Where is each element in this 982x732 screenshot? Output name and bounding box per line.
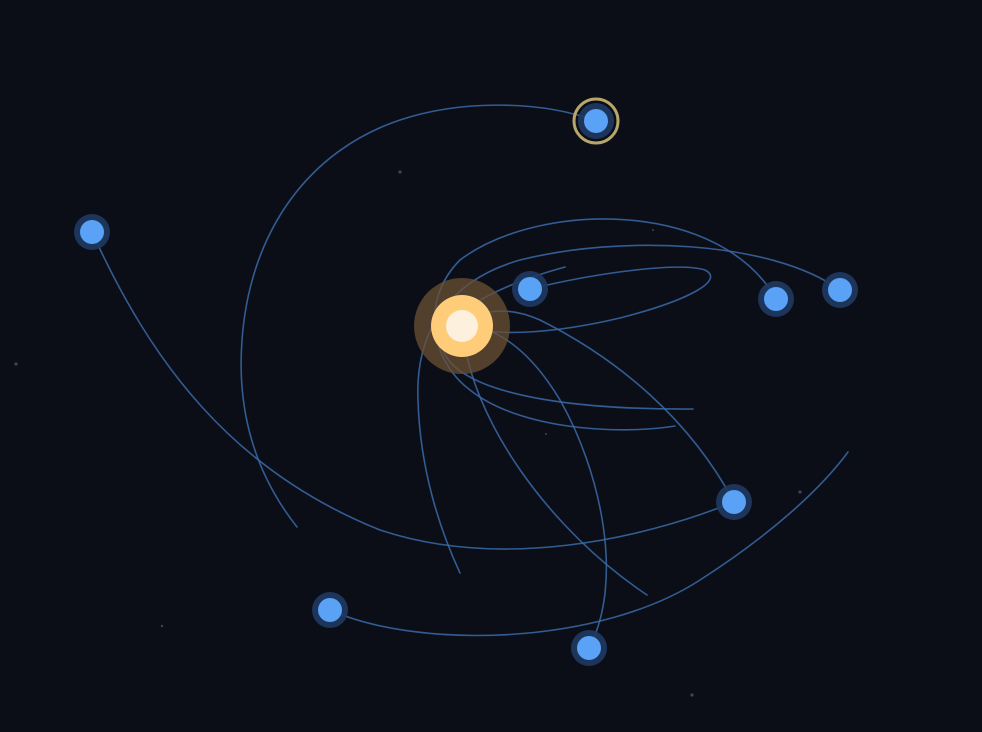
dust-speck — [398, 170, 402, 174]
orbit-trail — [91, 231, 735, 550]
dust-speck — [798, 490, 802, 494]
planet[interactable] — [571, 630, 607, 666]
planet-body[interactable] — [518, 277, 542, 301]
star[interactable] — [414, 278, 510, 374]
star-core — [446, 310, 478, 342]
orbit-trail — [329, 451, 849, 637]
dust-speck — [545, 433, 547, 435]
planet[interactable] — [74, 214, 110, 250]
planet-body[interactable] — [828, 278, 852, 302]
orbit-trails — [91, 104, 849, 649]
dust-speck — [14, 362, 18, 366]
dust-speck — [160, 624, 164, 628]
dust-speck — [690, 693, 694, 697]
planet[interactable] — [312, 592, 348, 628]
planet[interactable] — [512, 271, 548, 307]
planet-body[interactable] — [764, 287, 788, 311]
planet-body[interactable] — [80, 220, 104, 244]
selection-ring — [572, 97, 620, 145]
orbit-trail — [461, 325, 608, 649]
orbit-trail — [461, 325, 648, 596]
dust-speck — [652, 229, 654, 231]
planet-body[interactable] — [577, 636, 601, 660]
planets — [74, 97, 858, 666]
planet[interactable] — [822, 272, 858, 308]
planet[interactable] — [716, 484, 752, 520]
planet-selected[interactable] — [572, 97, 620, 145]
planet-body[interactable] — [318, 598, 342, 622]
planet-body[interactable] — [722, 490, 746, 514]
orbit-trail — [240, 104, 597, 528]
planet-body[interactable] — [584, 109, 608, 133]
planet[interactable] — [758, 281, 794, 317]
orbit-trail — [461, 266, 712, 334]
background-dust — [14, 170, 802, 697]
